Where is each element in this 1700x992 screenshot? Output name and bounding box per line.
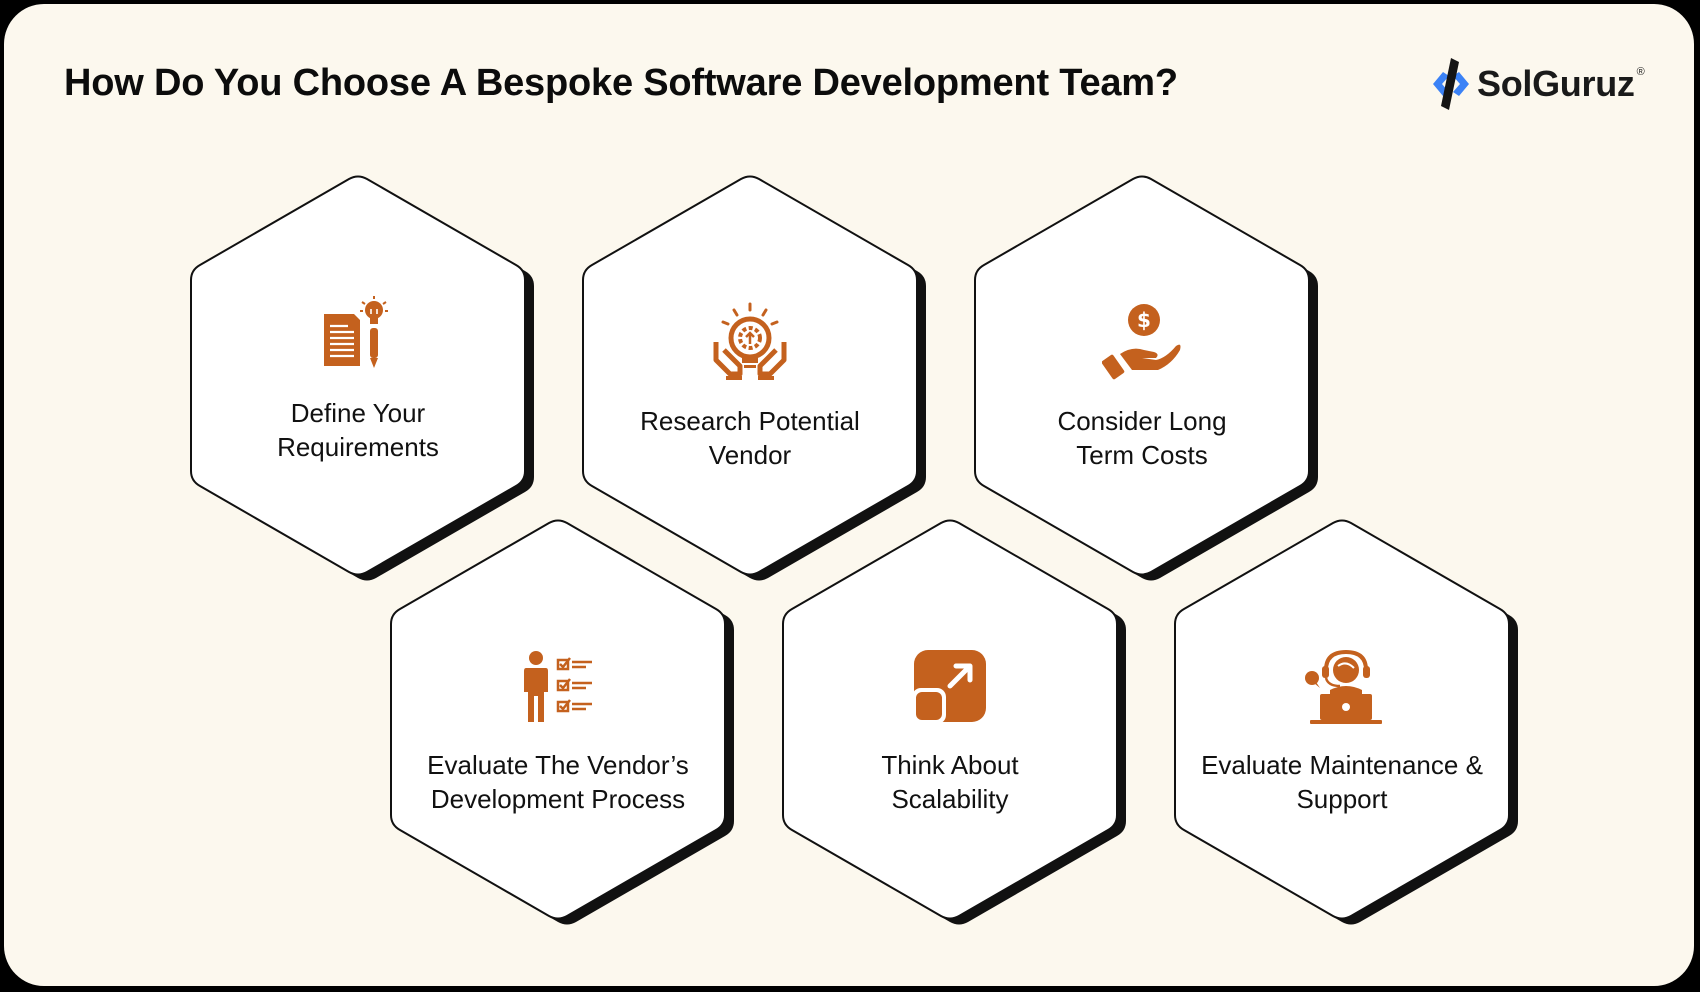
step-label-line-2: Requirements: [277, 432, 439, 462]
step-card-define-requirements: Define Your Requirements: [178, 175, 548, 597]
hexagon-shape: [582, 175, 926, 581]
step-label-line-1: Define Your: [290, 398, 426, 428]
support-agent-laptop-icon: [1305, 649, 1382, 724]
step-card-maintenance-support: Evaluate Maintenance & Support: [1162, 519, 1532, 941]
person-checklist-icon: [524, 651, 592, 722]
step-label-line-2: Term Costs: [1076, 440, 1208, 470]
scale-up-arrow-icon: [912, 650, 986, 724]
step-card-scalability: Think About Scalability: [770, 519, 1140, 941]
step-label: Consider Long Term Costs: [982, 404, 1302, 472]
solguruz-logo-icon: [1433, 58, 1469, 110]
document-lightbulb-pencil-icon: [324, 296, 388, 368]
step-label: Evaluate The Vendor’s Development Proces…: [398, 748, 718, 816]
step-label-line-1: Consider Long: [1057, 406, 1227, 436]
step-label-line-1: Research Potential: [640, 406, 860, 436]
page-title: How Do You Choose A Bespoke Software Dev…: [64, 62, 1178, 104]
step-card-development-process: Evaluate The Vendor’s Development Proces…: [378, 519, 748, 941]
step-label: Evaluate Maintenance & Support: [1182, 748, 1502, 816]
step-label: Define Your Requirements: [198, 396, 518, 464]
step-label-line-1: Evaluate Maintenance &: [1201, 750, 1483, 780]
step-label-line-2: Scalability: [891, 784, 1009, 814]
svg-text:$: $: [1137, 308, 1151, 332]
step-label-line-2: Development Process: [430, 784, 686, 814]
step-label: Research Potential Vendor: [590, 404, 910, 472]
hexagon-shape: [974, 175, 1318, 581]
step-label-line-1: Evaluate The Vendor’s: [427, 750, 689, 780]
hands-lightbulb-gear-icon: [713, 302, 787, 380]
step-label-line-2: Vendor: [708, 440, 792, 470]
hexagon-shape: [390, 519, 734, 925]
logo-text: SolGuruz: [1477, 63, 1635, 104]
solguruz-logo: SolGuruz ®: [1429, 54, 1645, 114]
step-card-research-vendor: Research Potential Vendor: [570, 175, 940, 597]
hexagon-shape: [190, 175, 534, 581]
registered-mark: ®: [1636, 66, 1645, 78]
step-label-line-2: Support: [1296, 784, 1388, 814]
step-label: Think About Scalability: [790, 748, 1110, 816]
step-label-line-1: Think About: [881, 750, 1019, 780]
infographic-card: How Do You Choose A Bespoke Software Dev…: [4, 4, 1694, 986]
hand-dollar-coin-icon: $: [1102, 304, 1181, 380]
step-card-long-term-costs: $ Consider Long Term Costs: [962, 175, 1332, 597]
